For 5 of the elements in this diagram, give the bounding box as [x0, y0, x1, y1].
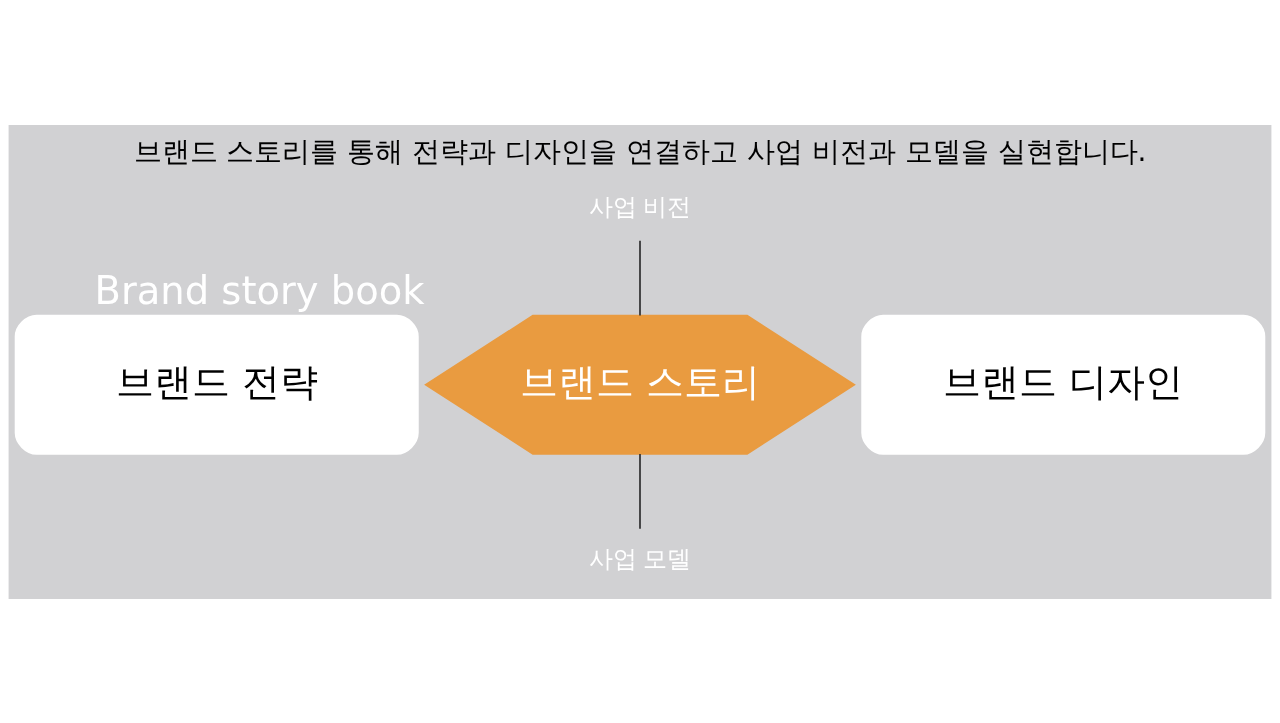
node-box: 브랜드 디자인 [861, 314, 1266, 455]
diagram-title: 브랜드 스토리를 통해 전략과 디자인을 연결하고 사업 비전과 모델을 실현합니다. [133, 134, 1147, 168]
connector [639, 239, 641, 316]
node-box: 브랜드 전략 [14, 314, 419, 455]
connector [639, 452, 641, 530]
